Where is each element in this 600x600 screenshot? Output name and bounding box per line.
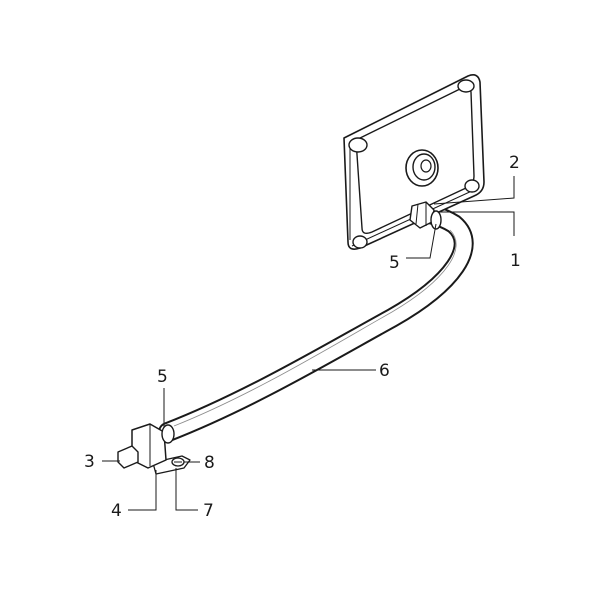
leader-line-2 [433, 176, 515, 205]
upper-fitting-ferrule [430, 210, 442, 230]
control-knob-center [420, 159, 432, 173]
corner-boss-bottom-right [464, 179, 480, 193]
leader-line-4 [128, 470, 157, 511]
hose-outline [158, 204, 474, 442]
part-label-5-upper: 5 [389, 253, 400, 273]
leader-line-7 [175, 468, 198, 511]
part-label-1: 1 [510, 251, 521, 271]
corner-boss-top-left [348, 137, 368, 153]
hose-assembly [158, 204, 474, 442]
part-label-3: 3 [84, 452, 95, 472]
lower-valve-assembly [117, 423, 191, 475]
control-box [343, 74, 485, 250]
leader-lines [102, 176, 515, 511]
valve-cap [117, 445, 139, 469]
leader-line-1 [438, 211, 515, 236]
leader-line-5-upper [406, 223, 437, 259]
part-label-8: 8 [204, 453, 215, 473]
part-label-6: 6 [379, 361, 390, 381]
lower-fitting-ferrule [161, 424, 175, 444]
part-label-7: 7 [203, 501, 214, 521]
hose-shading-line [173, 229, 457, 427]
part-label-4: 4 [111, 501, 122, 521]
corner-boss-bottom-left [352, 235, 368, 249]
part-label-5-lower: 5 [157, 367, 168, 387]
corner-boss-top-right [457, 79, 475, 93]
part-labels: 1 2 5 6 5 3 8 4 7 [84, 153, 521, 521]
upper-hose-fitting [409, 201, 442, 230]
upper-fitting-flat-1 [415, 203, 419, 225]
hose-body [160, 206, 472, 440]
part-label-2: 2 [509, 153, 520, 173]
